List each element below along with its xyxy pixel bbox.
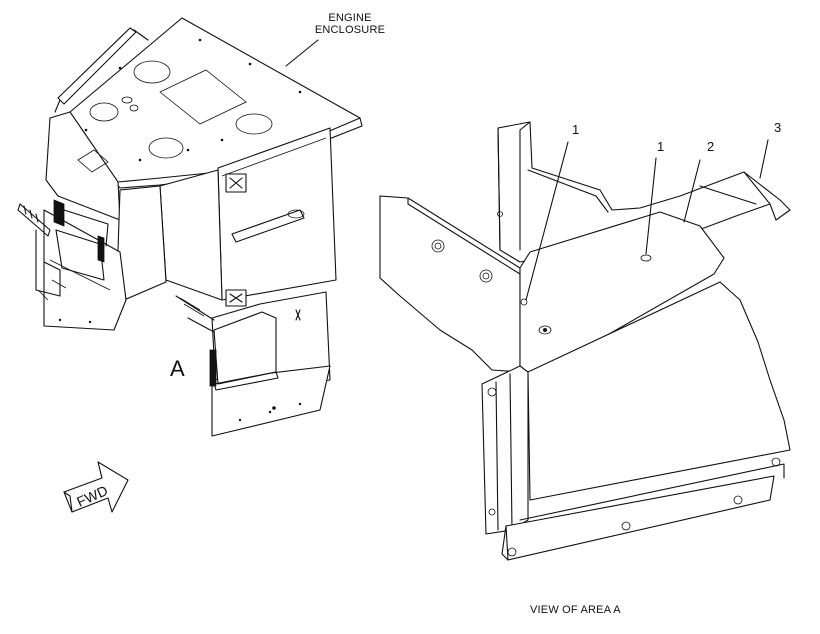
callout-1a: 1 — [572, 122, 580, 137]
area-a-detail-drawing — [379, 121, 791, 561]
callout-1b: 1 — [657, 139, 665, 154]
engine-label-line1: ENGINE — [328, 12, 372, 24]
callout-leader-1b — [645, 157, 657, 255]
callout-2: 2 — [707, 139, 715, 154]
fwd-arrow — [63, 461, 129, 513]
callout-leader-3 — [759, 139, 769, 179]
engine-enclosure-drawing — [17, 17, 363, 437]
callout-leader-1a — [525, 141, 569, 301]
engine-enclosure-leader — [285, 39, 319, 67]
area-a-label: A — [170, 356, 185, 381]
enclosure-label-line2: ENCLOSURE — [314, 24, 386, 36]
engine-enclosure-label: ENGINE ENCLOSURE — [300, 12, 400, 36]
view-caption: VIEW OF AREA A — [530, 604, 621, 616]
callout-leader-2 — [683, 159, 701, 223]
callout-3: 3 — [774, 120, 782, 135]
